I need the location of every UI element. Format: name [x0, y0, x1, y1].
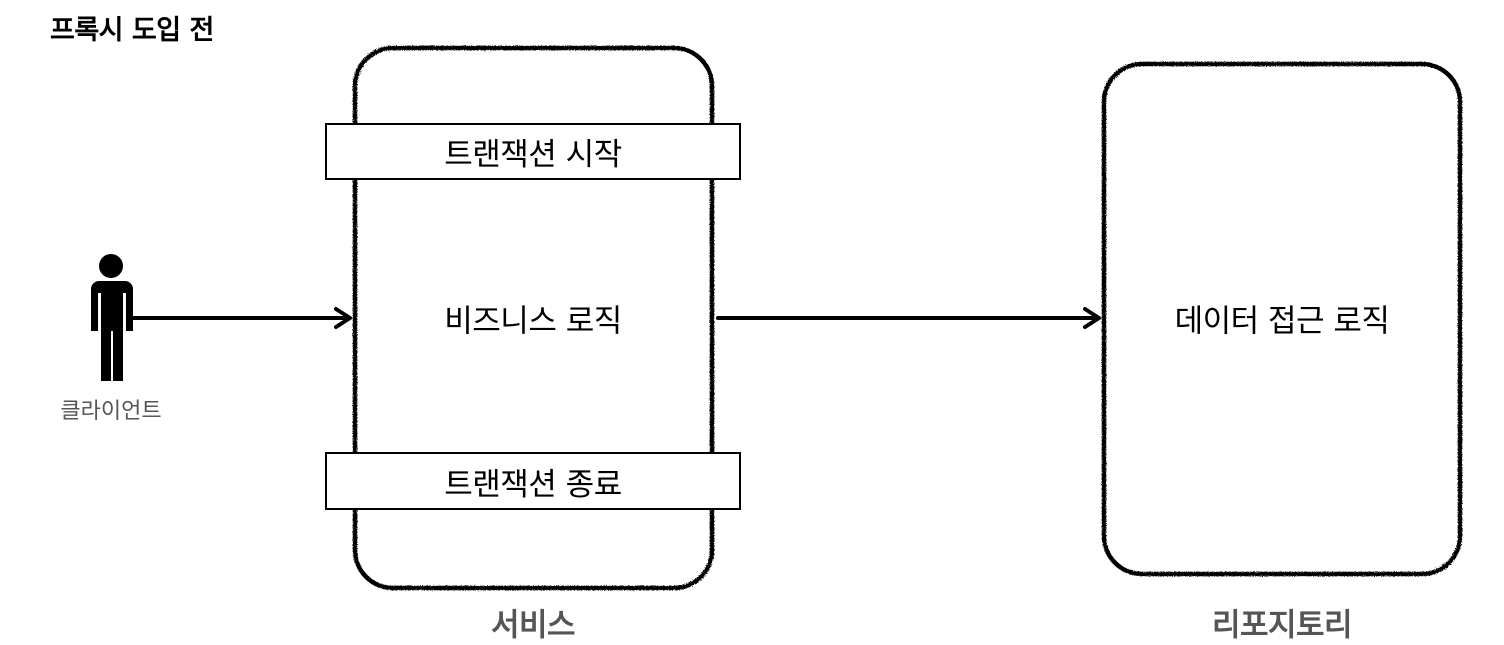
page-title: 프록시 도입 전	[50, 15, 214, 46]
tx-start-label: 트랜잭션 시작	[444, 137, 622, 173]
arrow-service-to-repository	[716, 307, 1101, 329]
client-label: 클라이언트	[60, 399, 162, 424]
repository-caption: 리포지토리	[1211, 607, 1353, 644]
tx-end-box: 트랜잭션 종료	[325, 452, 741, 510]
data-access-logic-label: 데이터 접근 로직	[1174, 303, 1390, 340]
person-icon	[91, 254, 133, 381]
tx-end-label: 트랜잭션 종료	[444, 466, 622, 503]
service-container	[352, 45, 715, 591]
tx-start-box: 트랜잭션 시작	[325, 123, 741, 180]
repository-container	[1101, 61, 1463, 577]
arrow-client-to-service	[126, 307, 352, 329]
service-caption: 서비스	[490, 607, 576, 644]
business-logic-label: 비즈니스 로직	[444, 303, 622, 340]
